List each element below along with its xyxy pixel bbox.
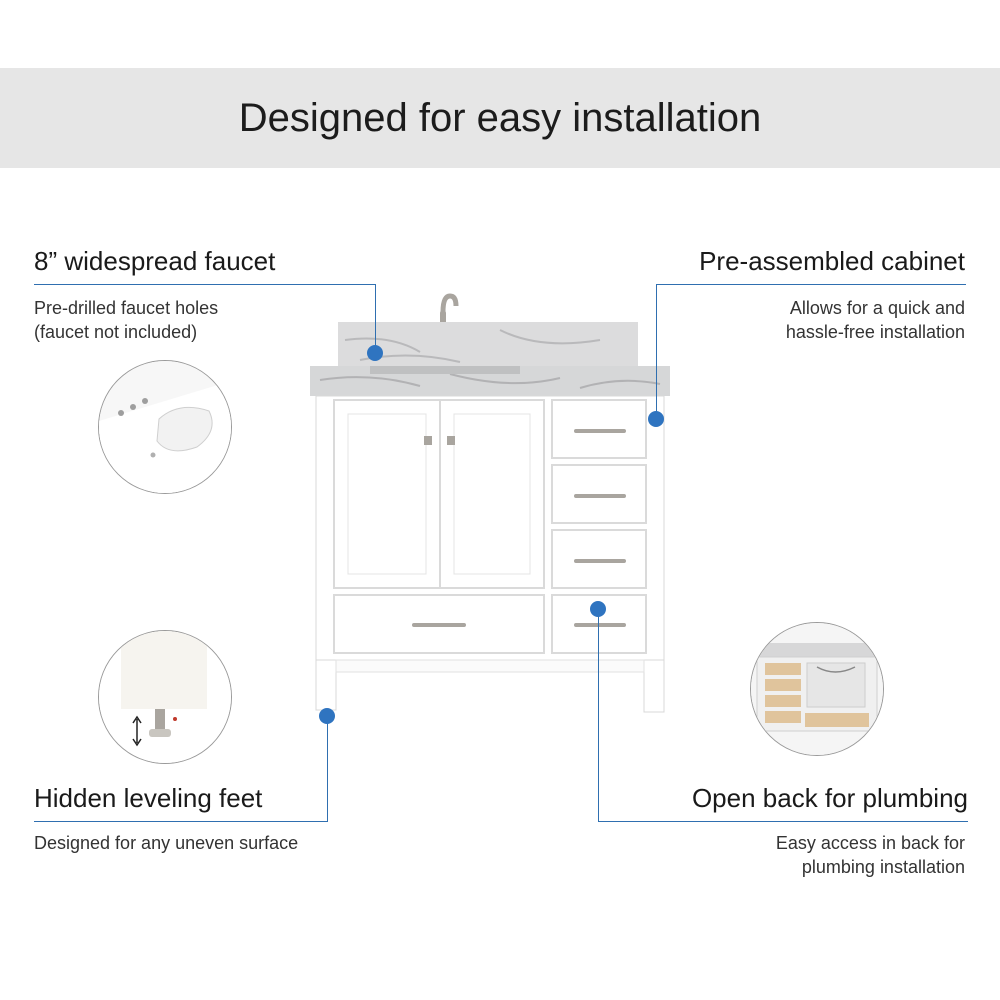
faucet-desc-line2: (faucet not included): [34, 322, 198, 342]
sink-detail-image: [98, 360, 232, 494]
cabinet-callout-description: Allows for a quick and hassle-free insta…: [786, 296, 965, 344]
feet-marker-dot: [319, 708, 335, 724]
feet-desc-line1: Designed for any uneven surface: [34, 833, 299, 853]
plumbing-callout-connector: [598, 609, 599, 822]
cabinet-marker-dot: [648, 411, 664, 427]
faucet-callout-line: [34, 284, 376, 285]
cabinet-desc-line2: hassle-free installation: [785, 322, 965, 342]
cabinet-callout-connector: [656, 284, 657, 419]
cabinet-callout-title: Pre-assembled cabinet: [699, 246, 965, 276]
feet-callout-line: [34, 821, 328, 822]
vanity-image: [310, 293, 670, 713]
header-banner: Designed for easy installation: [0, 68, 1000, 168]
feet-callout-description: Designed for any uneven surface: [34, 831, 298, 855]
faucet-callout-title: 8” widespread faucet: [34, 246, 276, 276]
open-back-image: [750, 622, 884, 756]
faucet-callout-connector: [375, 284, 376, 352]
cabinet-callout-line: [656, 284, 966, 285]
leveling-foot-image: [98, 630, 232, 764]
plumbing-callout-line: [598, 821, 968, 822]
faucet-desc-line1: Pre-drilled faucet holes: [34, 298, 219, 318]
plumbing-callout-title: Open back for plumbing: [691, 783, 968, 813]
plumbing-desc-line1: Easy access in back for: [775, 833, 965, 853]
feet-callout-connector: [327, 716, 328, 822]
cabinet-desc-line1: Allows for a quick and: [789, 298, 965, 318]
plumbing-callout-description: Easy access in back for plumbing install…: [776, 831, 965, 879]
faucet-marker-dot: [367, 345, 383, 361]
feet-callout-title: Hidden leveling feet: [34, 783, 263, 813]
faucet-callout-description: Pre-drilled faucet holes (faucet not inc…: [34, 296, 218, 344]
page-title: Designed for easy installation: [238, 96, 762, 140]
plumbing-marker-dot: [590, 601, 606, 617]
plumbing-desc-line2: plumbing installation: [801, 857, 965, 877]
